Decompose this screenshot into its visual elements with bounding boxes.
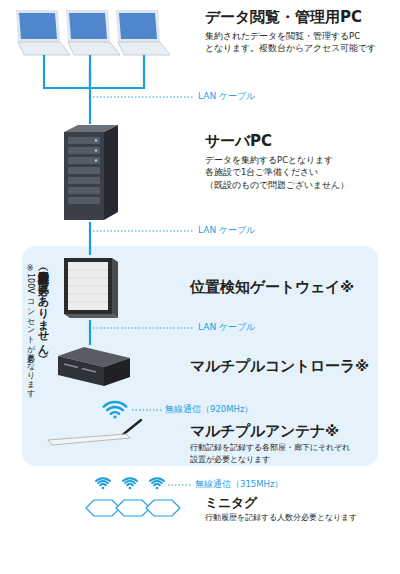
server-led bbox=[95, 159, 97, 161]
wifi-arc bbox=[150, 478, 164, 481]
laptop-lid bbox=[116, 10, 160, 42]
wifi-arc bbox=[154, 484, 160, 485]
leader-line bbox=[168, 485, 192, 486]
node-heading: 位置検知ゲートウェイ※ bbox=[190, 277, 370, 298]
edge-label: LAN ケーブル bbox=[198, 91, 255, 102]
node-heading: サーバPC bbox=[205, 131, 385, 153]
panel-heading: 設置機器（工事の必要はありません） bbox=[37, 264, 50, 454]
pc-node: データ閲覧・管理用PC集約されたデータを閲覧・管理するPC となります。複数台か… bbox=[10, 4, 390, 66]
laptop-lid bbox=[66, 10, 110, 42]
laptop-base bbox=[118, 42, 170, 55]
node-heading: ミニタグ bbox=[205, 494, 385, 512]
laptop-base bbox=[68, 42, 120, 55]
mini-tag-icons bbox=[86, 500, 180, 516]
lan-bus bbox=[43, 55, 145, 88]
server-slot bbox=[68, 167, 100, 174]
server-led bbox=[95, 139, 97, 141]
antenna-node: マルチプルアンテナ※行動記録を記録する各部屋・廊下にそれぞれ 設置が必要となりま… bbox=[46, 420, 370, 460]
laptop-icon bbox=[116, 10, 170, 55]
lan-cable-line bbox=[89, 66, 91, 124]
server-slot bbox=[68, 157, 100, 164]
gateway-node: 位置検知ゲートウェイ※ bbox=[60, 255, 370, 320]
mini-tag-node: ミニタグ行動履歴を記録する人数分必要となります bbox=[82, 492, 390, 524]
server-slot bbox=[68, 147, 100, 154]
edge-label: LAN ケーブル bbox=[198, 225, 255, 236]
laptop-icon bbox=[16, 10, 70, 55]
node-body: 行動記録を記録する各部屋・廊下にそれぞれ 設置が必要となります bbox=[190, 442, 360, 465]
node-body: データを集約するPCとなります 各施設で1台ご準備ください （既設のもので問題ご… bbox=[205, 154, 350, 191]
wifi-arc bbox=[100, 484, 106, 485]
node-heading: データ閲覧・管理用PC bbox=[205, 7, 390, 29]
server-slot bbox=[68, 137, 100, 144]
lan-drop bbox=[43, 55, 45, 88]
node-heading: マルチプルコントローラ※ bbox=[190, 356, 370, 377]
wifi-dot bbox=[102, 487, 105, 490]
equipment-panel: 設置機器（工事の必要はありません）※100Vコンセントが必要となります 位置検知ゲ… bbox=[22, 246, 378, 466]
wireless-label: 無線通信（920MHz） bbox=[165, 404, 253, 414]
wifi-dot bbox=[156, 487, 159, 490]
server-icon bbox=[64, 125, 118, 220]
edge-label: LAN ケーブル bbox=[198, 322, 255, 333]
controller-node: マルチプルコントローラ※ bbox=[55, 345, 370, 387]
node-body: 行動履歴を記録する人数分必要となります bbox=[205, 512, 385, 524]
server-slot bbox=[68, 177, 100, 184]
wifi-icon-group bbox=[96, 478, 164, 489]
node-body: 集約されたデータを閲覧・管理するPC となります。複数台からアクセス可能です bbox=[205, 30, 383, 55]
server-slot bbox=[68, 197, 100, 204]
lan-cable-connector bbox=[90, 66, 91, 124]
lan-bus-line bbox=[43, 87, 145, 89]
server-node: サーバPCデータを集約するPCとなります 各施設で1台ご準備ください （既設のも… bbox=[55, 124, 390, 222]
wifi-dot bbox=[129, 487, 132, 490]
laptop-screen bbox=[119, 13, 157, 39]
server-led bbox=[95, 149, 97, 151]
wireless-label: 無線通信（315MHz） bbox=[195, 479, 283, 489]
leader-line bbox=[93, 97, 194, 98]
mini-tag bbox=[146, 500, 180, 516]
wifi-arc bbox=[123, 478, 137, 481]
mini-tag bbox=[116, 500, 150, 516]
laptop-base bbox=[18, 42, 70, 55]
laptop-screen bbox=[19, 13, 57, 39]
wifi-arc bbox=[96, 478, 110, 481]
server-top bbox=[64, 125, 118, 132]
lan-drop bbox=[143, 55, 145, 88]
panel-note: ※100Vコンセントが必要となります bbox=[25, 264, 35, 414]
laptop-icon bbox=[66, 10, 120, 55]
lan-drop bbox=[89, 55, 91, 88]
node-heading: マルチプルアンテナ※ bbox=[190, 421, 370, 442]
wifi-arc bbox=[125, 481, 135, 483]
laptop-screen bbox=[69, 13, 107, 39]
wifi-arc bbox=[152, 481, 162, 483]
server-front bbox=[64, 132, 104, 220]
mini-tag bbox=[86, 500, 120, 516]
server-slot bbox=[68, 187, 100, 194]
wifi-arc bbox=[98, 481, 108, 483]
laptop-lid bbox=[16, 10, 60, 42]
wifi-arc bbox=[127, 484, 133, 485]
server-side bbox=[104, 125, 118, 220]
leader-line bbox=[93, 231, 194, 232]
